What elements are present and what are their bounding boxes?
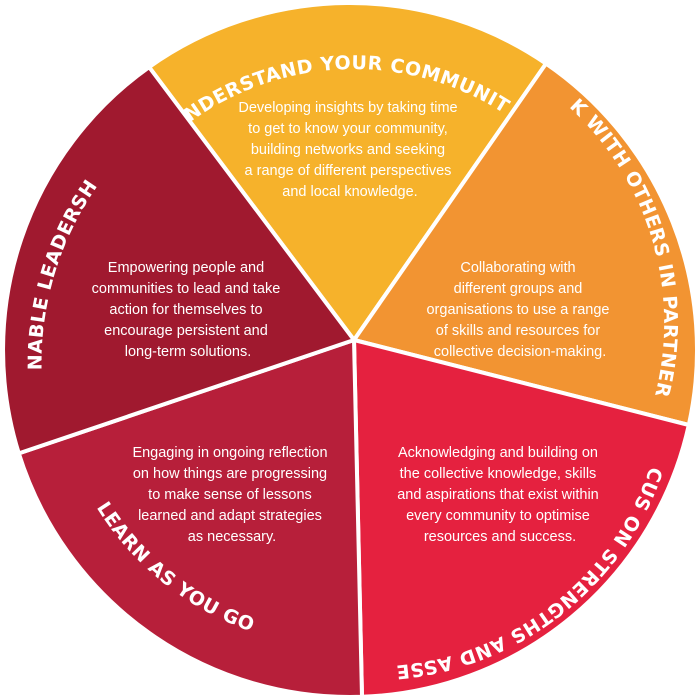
segment-learn-as-you-go bbox=[16, 338, 364, 699]
body-enable-leadership: Empowering people and communities to lea… bbox=[92, 260, 285, 360]
segment-enable-leadership bbox=[1, 65, 356, 456]
segment-understand-community bbox=[147, 0, 548, 342]
segment-work-with-others bbox=[352, 61, 700, 427]
segment-focus-strengths bbox=[352, 338, 691, 699]
body-work-with-others: Collaborating with different groups and … bbox=[426, 260, 613, 360]
body-focus-strengths: Acknowledging and building on the collec… bbox=[397, 445, 603, 545]
body-understand-community: Developing insights by taking time to ge… bbox=[238, 100, 461, 200]
body-learn-as-you-go: Engaging in ongoing reflection on how th… bbox=[132, 445, 331, 545]
